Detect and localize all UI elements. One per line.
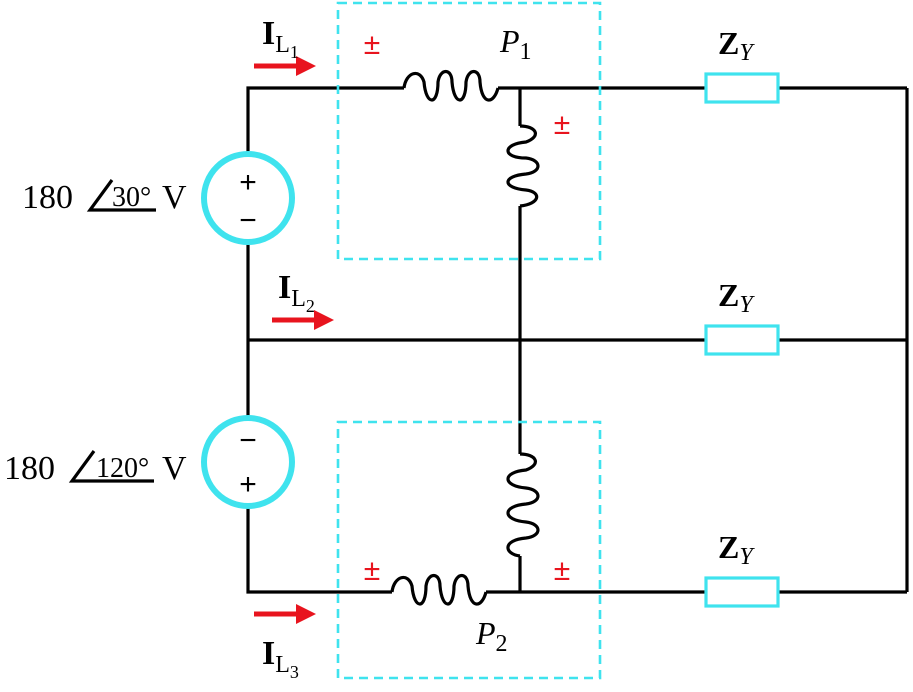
p1-letter: P (499, 23, 520, 59)
polarity-p1-voltage: ± (554, 108, 570, 141)
source-top-ring (201, 151, 295, 245)
current-l1-index: 1 (290, 42, 299, 62)
p1-index: 1 (520, 39, 532, 65)
current-coil-p1 (402, 69, 500, 102)
voltage-coil-p1 (506, 124, 540, 208)
polarity-p1-current: ± (364, 28, 380, 61)
polarity-p2-voltage: ± (554, 554, 570, 587)
load-label-3: ZY (718, 529, 755, 570)
current-l2-index: 2 (306, 296, 315, 316)
load-impedance-2 (704, 324, 780, 356)
current-l2-symbol: I (278, 269, 291, 306)
wattmeter-p1-box (336, 1, 602, 261)
current-l3-index: 3 (290, 662, 299, 682)
current-label-l1: IL1 (262, 15, 299, 62)
p2-index: 2 (496, 631, 508, 657)
source-top-magnitude: 180 (22, 179, 73, 216)
angle-symbol-top (86, 179, 156, 212)
current-l3-symbol: I (262, 635, 275, 672)
source-top-unit: V (162, 179, 187, 216)
source-bottom-magnitude: 180 (4, 450, 55, 487)
current-label-l3: IL3 (262, 635, 299, 682)
current-coil-p2 (390, 573, 488, 606)
load-impedance-3 (704, 576, 780, 608)
source-top-lower-sign: − (239, 204, 257, 237)
current-label-l2: IL2 (278, 269, 315, 316)
wire-line1-left (246, 86, 404, 160)
current-l1-subscript: L (275, 32, 290, 58)
load1-letter: Z (718, 25, 739, 61)
angle-symbol-bottom (68, 450, 154, 483)
load2-subscript: Y (739, 292, 755, 318)
voltage-coil-p2 (506, 452, 540, 558)
current-l2-subscript: L (291, 286, 306, 312)
source-bottom-angle: 120° (96, 453, 149, 484)
voltage-source-bottom: − + (201, 415, 295, 509)
source-bottom-upper-sign: − (239, 424, 257, 457)
source-bottom-label: 180 120° V (4, 450, 187, 487)
source-bottom-ring (201, 415, 295, 509)
wire-line3-left (246, 508, 392, 594)
source-bottom-lower-sign: + (239, 468, 257, 501)
wires (246, 86, 909, 594)
load3-subscript: Y (739, 544, 755, 570)
load3-letter: Z (718, 529, 739, 565)
load-impedance-1 (704, 72, 780, 104)
polarity-p2-current: ± (364, 554, 380, 587)
current-l1-symbol: I (262, 15, 275, 52)
load2-letter: Z (718, 277, 739, 313)
wattmeter-p2-label: P2 (475, 615, 508, 657)
wattmeter-p2-box (336, 420, 602, 680)
load-label-1: ZY (718, 25, 755, 66)
load-label-2: ZY (718, 277, 755, 318)
current-l3-subscript: L (275, 652, 290, 678)
voltage-source-top: + − (201, 151, 295, 245)
source-top-label: 180 30° V (22, 179, 187, 216)
source-bottom-unit: V (162, 450, 187, 487)
source-top-angle: 30° (112, 182, 151, 213)
p2-letter: P (475, 615, 496, 651)
source-top-upper-sign: + (239, 166, 257, 199)
load1-subscript: Y (739, 40, 755, 66)
wattmeter-p1-label: P1 (499, 23, 532, 65)
